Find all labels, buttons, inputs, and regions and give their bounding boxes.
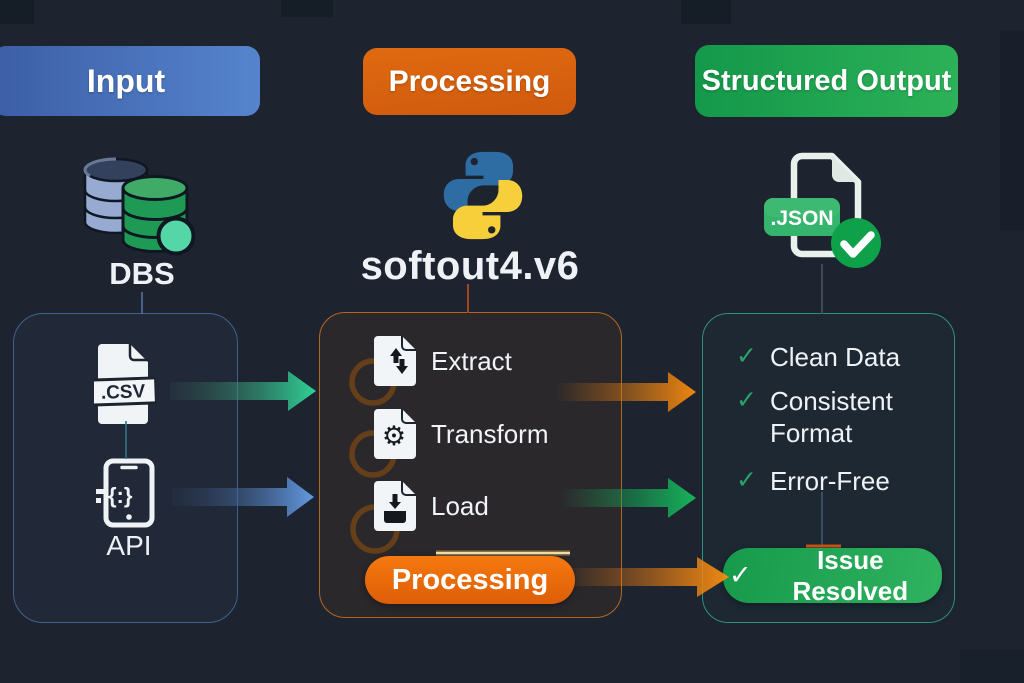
step-transform: Transform bbox=[431, 408, 549, 460]
step-load: Load bbox=[431, 480, 489, 532]
input-panel: .CSV {:} API bbox=[13, 313, 238, 623]
checklist-item-label: Error-Free bbox=[769, 466, 890, 496]
background-mark bbox=[1000, 30, 1024, 230]
step-transform-label: Transform bbox=[431, 418, 549, 449]
transform-file-icon: ⚙ bbox=[374, 409, 416, 459]
issue-resolved-button[interactable]: ✓ Issue Resolved bbox=[723, 545, 942, 606]
check-icon: ✓ bbox=[736, 341, 757, 370]
json-file-icon: .JSON bbox=[764, 152, 881, 268]
processing-header-button[interactable]: Processing bbox=[363, 48, 576, 115]
step-load-label: Load bbox=[431, 490, 489, 521]
check-icon: ✓ bbox=[736, 465, 757, 494]
csv-badge-label: .CSV bbox=[101, 381, 146, 404]
issue-resolved-label: Issue Resolved bbox=[792, 544, 909, 606]
background-mark bbox=[960, 650, 1024, 683]
step-extract: Extract bbox=[431, 335, 512, 387]
output-header-label: Structured Output bbox=[701, 64, 952, 97]
checklist-item: ✓ Consistent Format bbox=[736, 386, 922, 449]
json-badge-label: .JSON bbox=[770, 207, 833, 230]
check-icon: ✓ bbox=[729, 559, 752, 591]
load-file-icon bbox=[374, 481, 416, 531]
background-mark bbox=[281, 0, 333, 17]
processing-panel: Extract ⚙ Transform Load Processing bbox=[319, 312, 622, 618]
background-mark bbox=[681, 0, 731, 24]
extract-file-icon bbox=[374, 336, 416, 386]
databases-icon bbox=[83, 157, 195, 256]
checklist-item: ✓ Clean Data bbox=[736, 342, 900, 374]
output-panel: ✓ Clean Data ✓ Consistent Format ✓ Error… bbox=[702, 313, 955, 623]
check-icon: ✓ bbox=[736, 385, 757, 414]
python-logo-icon bbox=[443, 151, 523, 240]
checklist-item: ✓ Error-Free bbox=[736, 466, 890, 498]
processing-button[interactable]: Processing bbox=[365, 556, 575, 604]
dbs-label: DBS bbox=[109, 256, 175, 291]
input-header-button[interactable]: Input bbox=[0, 46, 260, 116]
engine-name-label: softout4.v6 bbox=[360, 244, 580, 288]
csv-file-icon: .CSV bbox=[94, 344, 156, 424]
processing-button-label: Processing bbox=[391, 563, 549, 596]
output-header-button[interactable]: Structured Output bbox=[695, 45, 958, 117]
api-device-icon: {:} bbox=[96, 458, 155, 528]
svg-text:⚙: ⚙ bbox=[382, 421, 406, 451]
background-mark bbox=[0, 0, 34, 24]
processing-header-label: Processing bbox=[388, 64, 551, 98]
checklist-item-label: Consistent Format bbox=[769, 386, 893, 448]
input-header-label: Input bbox=[86, 62, 166, 99]
svg-text:{:}: {:} bbox=[108, 483, 133, 508]
checklist-item-label: Clean Data bbox=[769, 342, 901, 372]
step-extract-label: Extract bbox=[431, 345, 512, 376]
api-label: API bbox=[106, 530, 152, 561]
